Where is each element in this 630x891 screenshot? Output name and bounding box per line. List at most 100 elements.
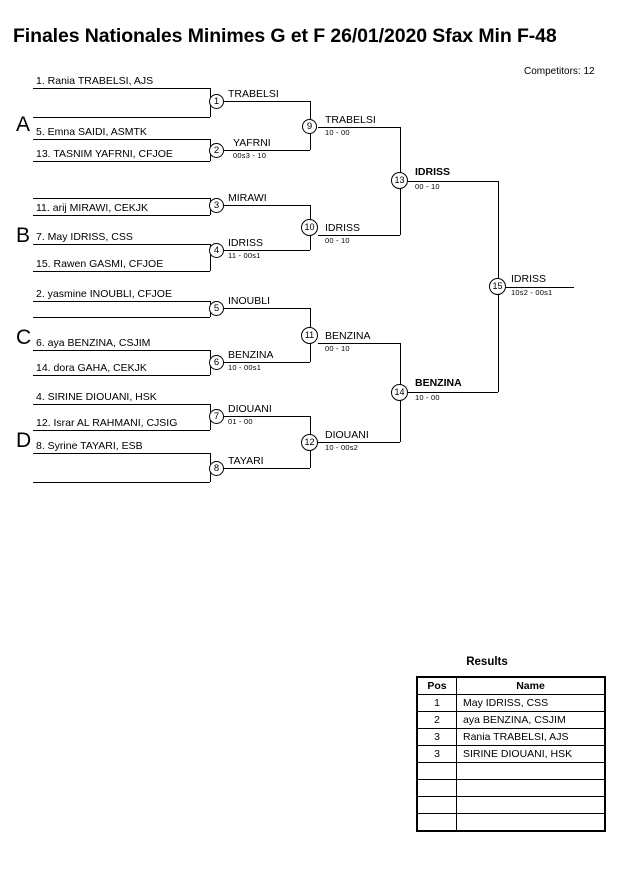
match-node-14[interactable]: 14 [391, 384, 408, 401]
result-pos: 1 [416, 694, 457, 712]
match-node-12[interactable]: 12 [301, 434, 318, 451]
table-row [416, 813, 606, 832]
results-col-name: Name [456, 676, 606, 695]
match-node-6[interactable]: 6 [209, 355, 224, 370]
match-winner-13: IDRISS [415, 166, 451, 178]
match-node-5[interactable]: 5 [209, 301, 224, 316]
entrant-line [33, 404, 210, 405]
winner-rail [224, 468, 310, 469]
group-label-a: A [16, 113, 31, 136]
result-pos: 3 [416, 745, 457, 763]
match-winner-4: IDRISS [228, 237, 264, 249]
match-node-9[interactable]: 9 [302, 119, 317, 134]
entrant-line [33, 215, 210, 216]
match-score-11: 00 - 10 [325, 344, 350, 353]
entrant-line [33, 117, 210, 118]
match-winner-7: DIOUANI [228, 403, 272, 415]
winner-rail [318, 343, 400, 344]
results-header-row: Pos Name [416, 676, 606, 695]
entrant-line [33, 317, 210, 318]
entrant-name: 1. Rania TRABELSI, AJS [36, 75, 154, 87]
match-score-12: 10 - 00s2 [325, 443, 359, 452]
entrant-name: 12. Israr AL RAHMANI, CJSIG [36, 417, 178, 429]
entrant-line [33, 139, 210, 140]
entrant-line [33, 375, 210, 376]
match-node-15[interactable]: 15 [489, 278, 506, 295]
entrant-name: 2. yasmine INOUBLI, CFJOE [36, 288, 172, 300]
entrant-line [33, 198, 210, 199]
match-score-14: 10 - 00 [415, 393, 440, 402]
winner-rail [224, 150, 310, 151]
result-pos [416, 796, 457, 814]
match-winner-5: INOUBLI [228, 295, 271, 307]
result-pos [416, 762, 457, 780]
winner-rail [224, 205, 310, 206]
bracket-joiner [210, 244, 211, 271]
group-label-b: B [16, 224, 31, 247]
match-winner-15: IDRISS [511, 273, 547, 285]
winner-rail [506, 287, 574, 288]
entrant-name: 7. May IDRISS, CSS [36, 231, 133, 243]
match-node-13[interactable]: 13 [391, 172, 408, 189]
entrant-line [33, 350, 210, 351]
match-winner-11: BENZINA [325, 330, 371, 342]
result-name [456, 796, 606, 814]
match-score-15: 10s2 - 00s1 [511, 288, 553, 297]
entrant-line [33, 88, 210, 89]
group-label-c: C [16, 326, 32, 349]
result-pos [416, 779, 457, 797]
match-winner-3: MIRAWI [228, 192, 267, 204]
match-score-4: 11 - 00s1 [228, 251, 261, 260]
entrant-line [33, 244, 210, 245]
table-row [416, 796, 606, 814]
winner-rail [224, 362, 310, 363]
match-node-2[interactable]: 2 [209, 143, 224, 158]
match-winner-9: TRABELSI [325, 114, 376, 126]
entrant-name: 15. Rawen GASMI, CFJOE [36, 258, 164, 270]
match-node-10[interactable]: 10 [301, 219, 318, 236]
winner-rail [224, 250, 310, 251]
entrant-line [33, 301, 210, 302]
entrant-line [33, 430, 210, 431]
entrant-line [33, 271, 210, 272]
result-name [456, 779, 606, 797]
match-score-7: 01 - 00 [228, 417, 253, 426]
entrant-line [33, 161, 210, 162]
table-row [416, 779, 606, 797]
match-node-7[interactable]: 7 [209, 409, 224, 424]
winner-rail [408, 392, 498, 393]
match-winner-10: IDRISS [325, 222, 361, 234]
match-winner-6: BENZINA [228, 349, 274, 361]
entrant-name: 6. aya BENZINA, CSJIM [36, 337, 151, 349]
match-score-13: 00 - 10 [415, 182, 440, 191]
match-node-1[interactable]: 1 [209, 94, 224, 109]
winner-rail [318, 127, 400, 128]
winner-rail [224, 101, 310, 102]
result-name: SIRINE DIOUANI, HSK [456, 745, 606, 763]
result-name: aya BENZINA, CSJIM [456, 711, 606, 729]
winner-rail [224, 308, 310, 309]
match-node-8[interactable]: 8 [209, 461, 224, 476]
result-pos [416, 813, 457, 832]
result-pos: 3 [416, 728, 457, 746]
results-col-pos: Pos [416, 676, 457, 695]
match-node-11[interactable]: 11 [301, 327, 318, 344]
entrant-name: 5. Emna SAIDI, ASMTK [36, 126, 147, 138]
table-row [416, 762, 606, 780]
entrant-name: 8. Syrine TAYARI, ESB [36, 440, 143, 452]
match-score-2: 00s3 - 10 [233, 151, 267, 160]
match-winner-2: YAFRNI [233, 137, 271, 149]
match-node-3[interactable]: 3 [209, 198, 224, 213]
match-node-4[interactable]: 4 [209, 243, 224, 258]
page-title: Finales Nationales Minimes G et F 26/01/… [13, 25, 557, 47]
winner-rail [224, 416, 310, 417]
match-winner-14: BENZINA [415, 377, 462, 389]
match-winner-8: TAYARI [228, 455, 264, 467]
entrant-name: 4. SIRINE DIOUANI, HSK [36, 391, 157, 403]
results-title: Results [466, 656, 508, 668]
